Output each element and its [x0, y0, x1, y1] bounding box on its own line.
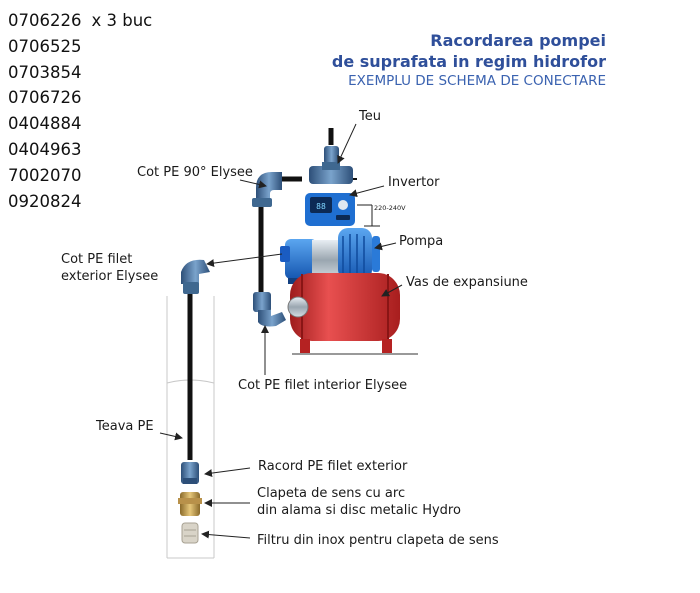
racord-fitting [181, 462, 199, 484]
label-teu: Teu [359, 109, 381, 124]
product-code: 0703854 [8, 62, 82, 82]
label-teava-pe: Teava PE [96, 419, 154, 434]
label-pompa: Pompa [399, 234, 444, 249]
label-cot-exterior-line-2: exterior Elysee [61, 269, 159, 284]
product-quantity: x 3 buc [91, 11, 153, 30]
product-code: 0706226 [8, 11, 82, 30]
product-code-row: 7002070 [8, 163, 152, 189]
expansion-tank [287, 273, 418, 355]
diagram-subtitle: EXEMPLU DE SCHEMA DE CONECTARE [348, 73, 606, 89]
product-code: 0706525 [8, 36, 82, 56]
product-code-list: 0706226 x 3 buc 0706525 0703854 0706726 0… [8, 8, 152, 214]
product-code: 0706726 [8, 88, 82, 108]
product-code-row: 0404884 [8, 111, 152, 137]
label-invertor: Invertor [388, 175, 440, 190]
label-clapeta-line-1: Clapeta de sens cu arc [257, 486, 406, 501]
inox-filter [181, 522, 199, 544]
label-filtru: Filtru din inox pentru clapeta de sens [257, 533, 499, 548]
product-code: 7002070 [8, 165, 82, 185]
label-cot-exterior-line-1: Cot PE filet [61, 252, 133, 267]
check-valve [178, 492, 202, 516]
label-cot-90: Cot PE 90° Elysee [137, 165, 253, 180]
leader-arrows [159, 123, 403, 539]
product-code-row: 0706226 x 3 buc [8, 8, 152, 34]
product-code: 0920824 [8, 191, 82, 211]
inverter-device: 88 [305, 193, 380, 227]
elbow-interior-thread-fitting [253, 292, 286, 327]
label-racord: Racord PE filet exterior [258, 459, 408, 474]
product-code: 0404884 [8, 114, 82, 134]
product-code-row: 0404963 [8, 137, 152, 163]
product-code-row: 0703854 [8, 60, 152, 86]
elbow-exterior-thread-fitting [181, 259, 210, 294]
svg-text:88: 88 [316, 202, 326, 211]
label-clapeta-line-2: din alama si disc metalic Hydro [257, 503, 461, 518]
elbow-90-fitting [252, 172, 282, 207]
label-cot-interior: Cot PE filet interior Elysee [238, 378, 408, 393]
diagram-title-line-2: de suprafata in regim hidrofor [331, 52, 606, 71]
pe-pipes [187, 128, 357, 460]
diagram-title-line-1: Racordarea pompei [430, 31, 606, 50]
product-code-row: 0920824 [8, 189, 152, 215]
product-code-row: 0706525 [8, 34, 152, 60]
label-vas-expansiune: Vas de expansiune [406, 275, 528, 290]
product-code: 0404963 [8, 139, 82, 159]
product-code-row: 0706726 [8, 85, 152, 111]
label-voltage: 220-240V [374, 204, 406, 212]
tee-fitting [309, 146, 353, 184]
